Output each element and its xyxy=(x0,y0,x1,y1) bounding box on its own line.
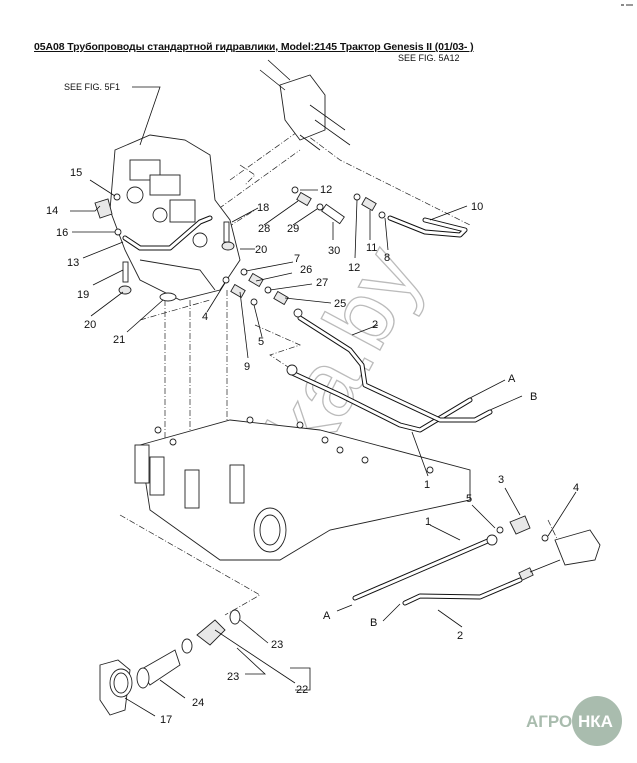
assembly-lines xyxy=(119,100,561,616)
auxiliary-valve xyxy=(259,59,351,151)
coupler-assembly xyxy=(99,609,241,716)
callout-1b[interactable]: 1 xyxy=(425,516,431,528)
callout-9[interactable]: 9 xyxy=(244,361,250,373)
callout-24[interactable]: 24 xyxy=(192,697,204,709)
callout-5[interactable]: 5 xyxy=(258,336,264,348)
see-fig-5f1-label[interactable]: SEE FIG. 5F1 xyxy=(64,82,120,92)
callout-1[interactable]: 1 xyxy=(424,479,430,491)
callout-2b[interactable]: 2 xyxy=(457,630,463,642)
agronka-logo: АГРО НКА xyxy=(526,696,622,746)
callout-2[interactable]: 2 xyxy=(372,319,378,331)
leader-lines xyxy=(70,86,577,717)
fittings xyxy=(94,186,386,306)
callout-16[interactable]: 16 xyxy=(56,227,68,239)
callout-30[interactable]: 30 xyxy=(328,245,340,257)
callout-20[interactable]: 20 xyxy=(84,319,96,331)
callout-3[interactable]: 3 xyxy=(498,474,504,486)
callout-14[interactable]: 14 xyxy=(46,205,58,217)
callout-B2[interactable]: B xyxy=(370,617,377,629)
callout-12[interactable]: 12 xyxy=(320,184,332,196)
pipe-10 xyxy=(387,215,468,238)
corner-mark xyxy=(621,4,633,6)
pipes-upper xyxy=(286,308,493,433)
callout-17[interactable]: 17 xyxy=(160,714,172,726)
callout-29[interactable]: 29 xyxy=(287,223,299,235)
callout-13[interactable]: 13 xyxy=(67,257,79,269)
callout-7[interactable]: 7 xyxy=(294,253,300,265)
callout-12b[interactable]: 12 xyxy=(348,262,360,274)
callout-23[interactable]: 23 xyxy=(271,639,283,651)
callout-15[interactable]: 15 xyxy=(70,167,82,179)
see-fig-5a12-label[interactable]: SEE FIG. 5A12 xyxy=(398,53,460,63)
callout-4[interactable]: 4 xyxy=(202,311,208,323)
lower-right-assembly xyxy=(352,515,601,606)
logo-circle xyxy=(572,696,622,746)
page-title: 05A08 Трубопроводы стандартной гидравлик… xyxy=(34,41,474,53)
callout-18[interactable]: 18 xyxy=(257,202,269,214)
callout-8[interactable]: 8 xyxy=(384,252,390,264)
callout-20b[interactable]: 20 xyxy=(255,244,267,256)
callout-21[interactable]: 21 xyxy=(113,334,125,346)
callout-A2[interactable]: A xyxy=(323,610,331,622)
logo-text-right: НКА xyxy=(578,712,613,731)
callout-27[interactable]: 27 xyxy=(316,277,328,289)
callout-26[interactable]: 26 xyxy=(300,264,312,276)
control-valve-block xyxy=(109,134,241,301)
callout-10[interactable]: 10 xyxy=(471,201,483,213)
callout-A[interactable]: A xyxy=(508,373,516,385)
lift-housing xyxy=(134,416,471,561)
callout-19[interactable]: 19 xyxy=(77,289,89,301)
callout-B[interactable]: B xyxy=(530,391,537,403)
callout-25[interactable]: 25 xyxy=(334,298,346,310)
callout-22[interactable]: 22 xyxy=(296,684,308,696)
callout-labels: 15 14 16 13 19 20 21 18 20 28 29 30 12 1… xyxy=(46,167,579,726)
callout-23b[interactable]: 23 xyxy=(227,671,239,683)
callout-28[interactable]: 28 xyxy=(258,223,270,235)
logo-text-left: АГРО xyxy=(526,712,572,731)
callout-11[interactable]: 11 xyxy=(366,242,377,254)
pipe-13 xyxy=(122,215,213,251)
callout-5b[interactable]: 5 xyxy=(466,493,472,505)
callout-4b[interactable]: 4 xyxy=(573,482,579,494)
